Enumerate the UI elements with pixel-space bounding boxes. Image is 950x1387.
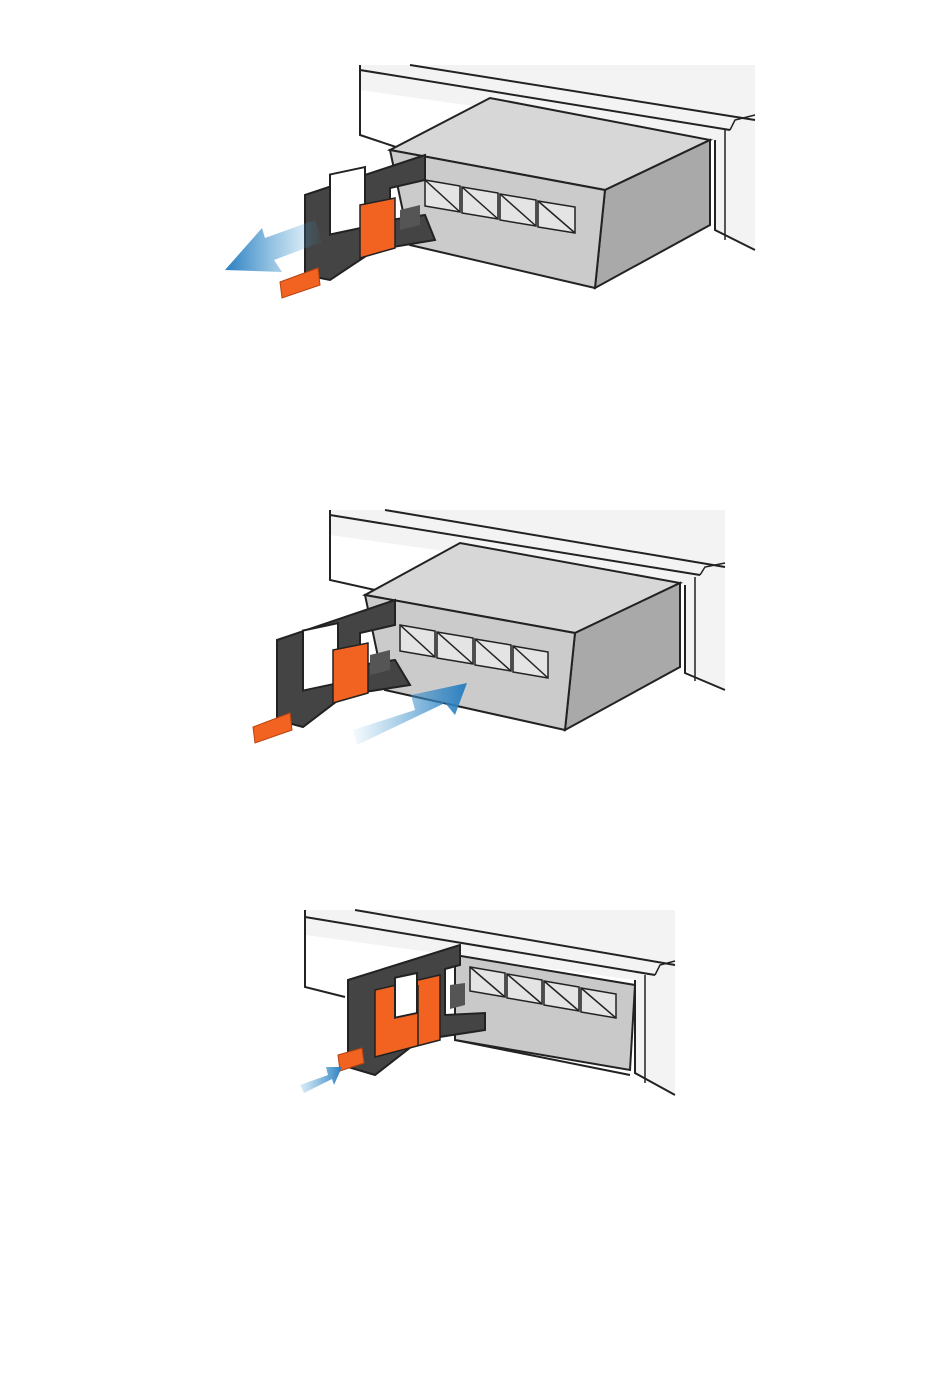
handle	[305, 155, 435, 280]
step-1-remove-module	[210, 60, 770, 310]
latch	[360, 198, 395, 258]
step-3-illustration	[290, 905, 690, 1105]
step-2-illustration	[235, 505, 735, 755]
arrow-small-right-icon	[300, 1067, 342, 1093]
latch-tab	[253, 713, 292, 743]
latch-tab	[280, 268, 320, 298]
step-1-illustration	[210, 60, 770, 310]
step-3-lock-latch	[290, 905, 690, 1105]
step-2-insert-module	[235, 505, 735, 755]
handle	[277, 600, 410, 727]
latch	[333, 643, 368, 703]
